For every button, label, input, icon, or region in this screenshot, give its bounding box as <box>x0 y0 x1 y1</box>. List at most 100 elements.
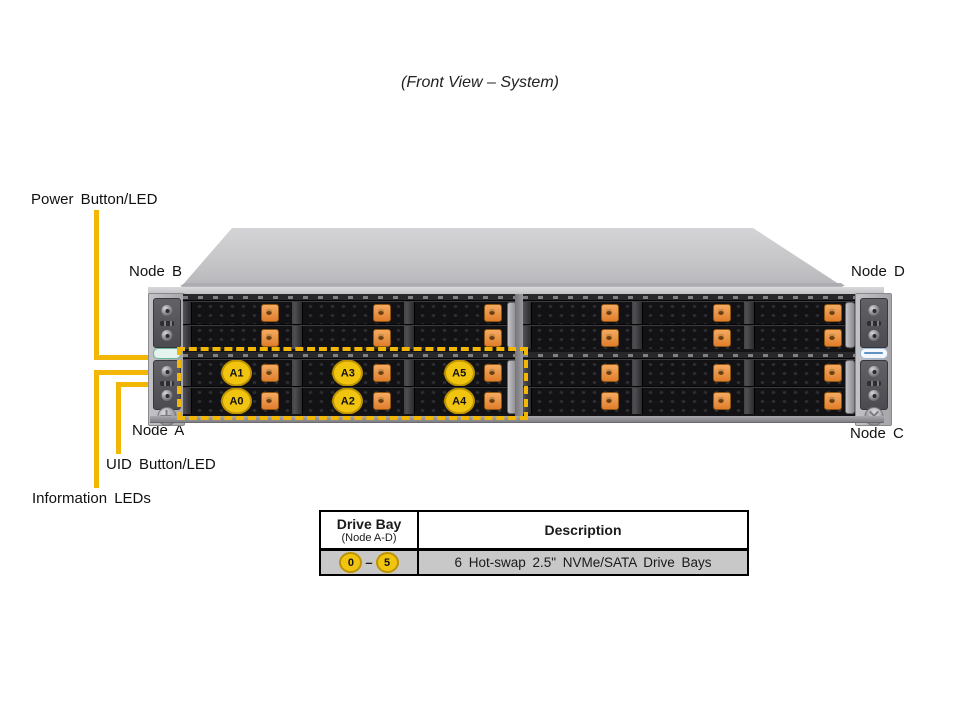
label-information-leds: Information LEDs <box>32 490 151 507</box>
drive-bay-label: A0 <box>221 388 252 414</box>
node-b-power-button <box>161 305 173 316</box>
drive-latch-button <box>483 304 502 322</box>
tray-handle <box>405 388 415 414</box>
node-c-info-led-strip <box>867 381 881 386</box>
tray-handle <box>634 326 644 349</box>
tray-handle <box>745 326 755 349</box>
drive-latch-button <box>712 364 731 382</box>
table-cell-bay-range: 0 – 5 <box>321 551 419 574</box>
node-d-info-led-strip <box>867 321 881 326</box>
drive-row <box>523 324 855 349</box>
callout-line-power-horizontal <box>94 355 158 360</box>
callout-line-info-horizontal <box>94 370 154 375</box>
node-b-info-led-strip <box>160 321 174 326</box>
tray-handle <box>634 302 644 324</box>
tray-handle <box>745 302 755 324</box>
label-uid-button-led: UID Button/LED <box>106 456 216 473</box>
drive-tray <box>523 359 633 386</box>
node-b-drive-quadrant <box>183 294 515 349</box>
node-c-sled-lever <box>845 360 855 414</box>
drive-tray <box>523 301 633 324</box>
node-d-power-button <box>868 305 880 316</box>
bay-rail <box>523 352 855 358</box>
drive-latch-button <box>601 328 620 347</box>
drive-tray: A3 <box>294 359 404 386</box>
drive-latch-button <box>601 364 620 382</box>
label-node-a: Node A <box>132 422 185 439</box>
drive-latch-button <box>712 304 731 322</box>
node-c-control-panel <box>860 360 888 410</box>
node-a-power-button <box>161 366 173 377</box>
drive-tray <box>523 325 633 349</box>
table-cell-description: 6 Hot-swap 2.5" NVMe/SATA Drive Bays <box>454 555 712 570</box>
drive-latch-button <box>372 328 391 347</box>
drive-tray: A1 <box>183 359 293 386</box>
figure-title: (Front View – System) <box>401 74 559 91</box>
tray-handle <box>294 388 304 414</box>
drive-bay-label: A2 <box>332 388 364 414</box>
drive-latch-button <box>261 392 280 410</box>
drive-tray: A0 <box>183 387 293 414</box>
drive-row <box>523 300 855 324</box>
drive-bay-label: A1 <box>221 360 252 386</box>
node-a-highlight-outline <box>177 347 528 420</box>
node-d-uid-button <box>868 330 880 341</box>
supermicro-logo-right <box>859 348 888 359</box>
bay-rail <box>183 294 515 300</box>
drive-tray <box>294 301 404 324</box>
drive-row <box>523 386 855 414</box>
tray-handle <box>294 302 304 324</box>
table-header-description: Description <box>544 521 622 538</box>
drive-latch-button <box>823 304 842 322</box>
chassis-top-cover <box>180 228 845 288</box>
table-header-row: Drive Bay (Node A-D) Description <box>321 512 747 551</box>
drive-latch-button <box>261 328 280 347</box>
drive-row: A0 A2 A4 <box>183 386 515 414</box>
drive-tray: A2 <box>294 387 404 414</box>
node-a-drive-quadrant: A1 A3 A5 A0 A2 A4 <box>183 352 515 414</box>
node-c-power-button <box>868 366 880 377</box>
drive-latch-button <box>601 304 620 322</box>
tray-handle <box>745 360 755 386</box>
tray-handle <box>183 388 192 414</box>
drive-tray <box>523 387 633 414</box>
callout-line-uid-vertical <box>116 382 121 454</box>
drive-tray <box>183 301 293 324</box>
tray-handle <box>405 360 415 386</box>
drive-latch-button <box>823 328 842 347</box>
drive-tray <box>745 359 855 386</box>
tray-handle <box>745 388 755 414</box>
drive-latch-button <box>372 364 391 382</box>
drive-tray <box>745 301 855 324</box>
drive-bay-label: A3 <box>332 360 364 386</box>
node-b-control-panel <box>153 298 181 348</box>
callout-line-info-vertical <box>94 370 99 488</box>
drive-latch-button <box>601 392 620 410</box>
drive-latch-button <box>261 364 280 382</box>
callout-line-uid-horizontal <box>116 382 158 387</box>
drive-tray <box>745 387 855 414</box>
tray-handle <box>523 326 532 349</box>
label-node-c: Node C <box>850 425 904 442</box>
tray-handle <box>183 326 192 349</box>
drive-bay-label: A4 <box>443 388 475 414</box>
bay-number-badge-start: 0 <box>339 552 363 573</box>
tray-handle <box>183 360 192 386</box>
node-d-drive-quadrant <box>523 294 855 349</box>
node-a-uid-button <box>161 390 173 401</box>
drive-tray <box>294 325 404 349</box>
center-sled-divider <box>515 294 523 416</box>
drive-tray <box>634 359 744 386</box>
drive-tray <box>405 301 515 324</box>
drive-tray <box>634 301 744 324</box>
drive-latch-button <box>823 364 842 382</box>
table-data-row: 0 – 5 6 Hot-swap 2.5" NVMe/SATA Drive Ba… <box>321 551 747 574</box>
tray-handle <box>183 302 192 324</box>
drive-latch-button <box>372 392 391 410</box>
drive-latch-button <box>483 328 502 347</box>
node-c-uid-button <box>868 390 880 401</box>
drive-row <box>523 358 855 386</box>
tray-handle <box>523 302 532 324</box>
drive-tray: A5 <box>405 359 515 386</box>
label-node-b: Node B <box>129 263 183 280</box>
